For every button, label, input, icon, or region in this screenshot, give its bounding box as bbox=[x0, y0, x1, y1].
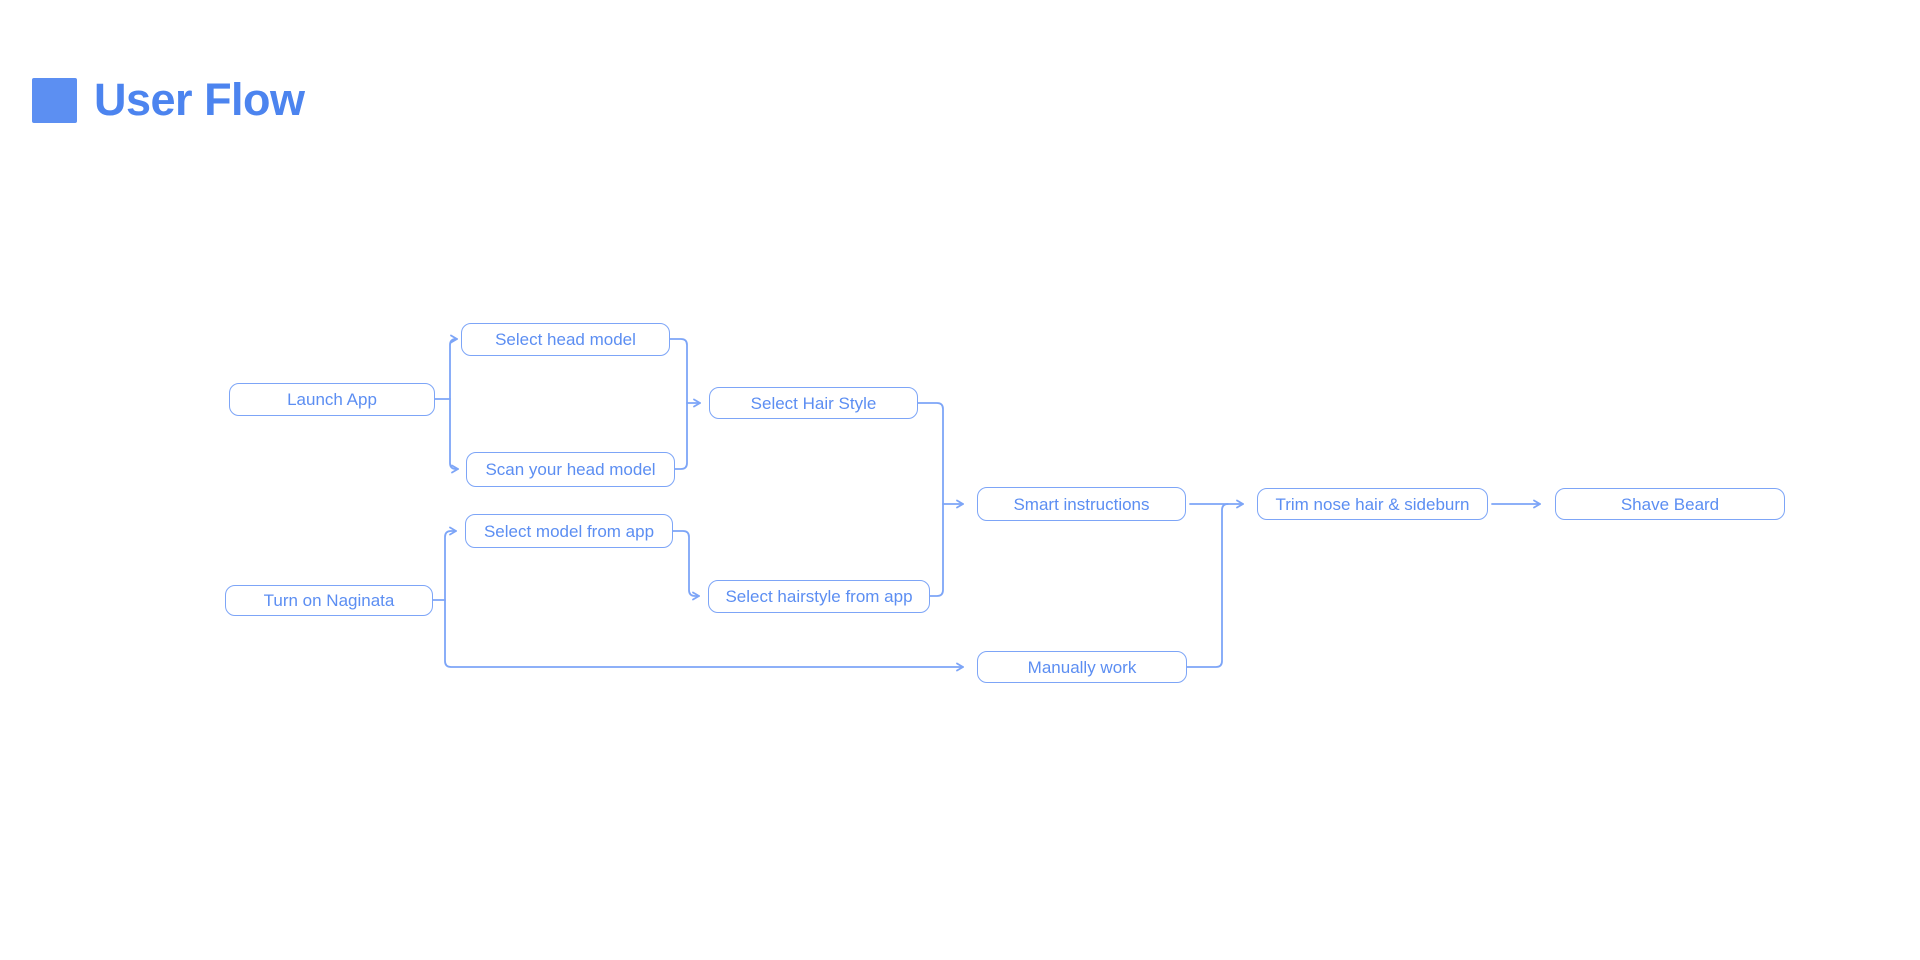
flow-node-select-hair-style[interactable]: Select Hair Style bbox=[709, 387, 918, 419]
page-header: User Flow bbox=[32, 74, 305, 126]
flow-node-label: Trim nose hair & sideburn bbox=[1275, 494, 1470, 514]
edge-hairstyle-spine bbox=[917, 402, 944, 597]
edge-launch-app-to-scan-your-head-model bbox=[449, 398, 459, 474]
edge-head-scan-spine bbox=[669, 338, 688, 470]
flow-node-label: Select model from app bbox=[483, 521, 655, 541]
flow-node-scan-your-head-model[interactable]: Scan your head model bbox=[466, 452, 675, 487]
flow-node-select-hairstyle-from-app[interactable]: Select hairstyle from app bbox=[708, 580, 930, 613]
flow-node-select-model-from-app[interactable]: Select model from app bbox=[465, 514, 673, 548]
flow-node-trim-nose-hair-sideburn[interactable]: Trim nose hair & sideburn bbox=[1257, 488, 1488, 520]
flow-node-launch-app[interactable]: Launch App bbox=[229, 383, 435, 416]
page-title: User Flow bbox=[94, 74, 305, 125]
flow-node-label: Smart instructions bbox=[1013, 494, 1150, 514]
flow-node-label: Scan your head model bbox=[485, 460, 656, 479]
flow-node-label: Select Hair Style bbox=[750, 393, 877, 413]
flow-node-shave-beard[interactable]: Shave Beard bbox=[1555, 488, 1785, 520]
edge-manually-work-to-trim bbox=[1186, 503, 1229, 668]
flow-node-label: Select hairstyle from app bbox=[725, 587, 913, 606]
flow-node-select-head-model[interactable]: Select head model bbox=[461, 323, 670, 356]
flow-node-label: Launch App bbox=[287, 390, 377, 409]
flow-node-label: Manually work bbox=[1027, 657, 1137, 677]
edge-turn-on-naginata-to-select-model-from-app bbox=[444, 526, 457, 601]
accent-square-icon bbox=[32, 77, 77, 123]
flow-node-label: Select head model bbox=[495, 330, 636, 349]
edge-select-model-to-select-hairstyle bbox=[672, 530, 700, 601]
flow-node-smart-instructions[interactable]: Smart instructions bbox=[977, 487, 1186, 521]
edge-launch-app-to-select-head-model bbox=[449, 334, 458, 400]
flow-node-turn-on-naginata[interactable]: Turn on Naginata bbox=[225, 585, 433, 616]
flow-node-label: Turn on Naginata bbox=[263, 591, 395, 610]
flow-node-manually-work[interactable]: Manually work bbox=[977, 651, 1187, 683]
flow-node-label: Shave Beard bbox=[1620, 494, 1720, 514]
